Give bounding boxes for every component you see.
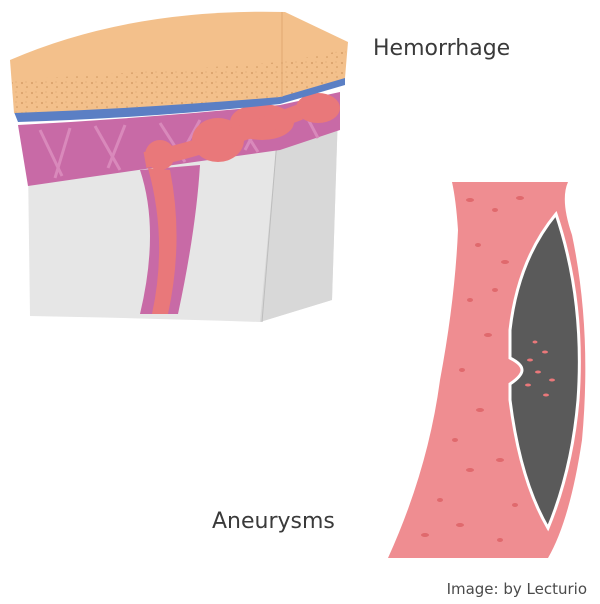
hemorrhage-label: Hemorrhage xyxy=(373,36,510,61)
hemorrhage-illustration xyxy=(10,12,348,322)
hemorrhage-bleed-4 xyxy=(296,93,340,123)
aneurysm-illustration xyxy=(388,182,585,558)
aneurysms-label: Aneurysms xyxy=(212,509,335,534)
image-credit: Image: by Lecturio xyxy=(447,580,587,598)
